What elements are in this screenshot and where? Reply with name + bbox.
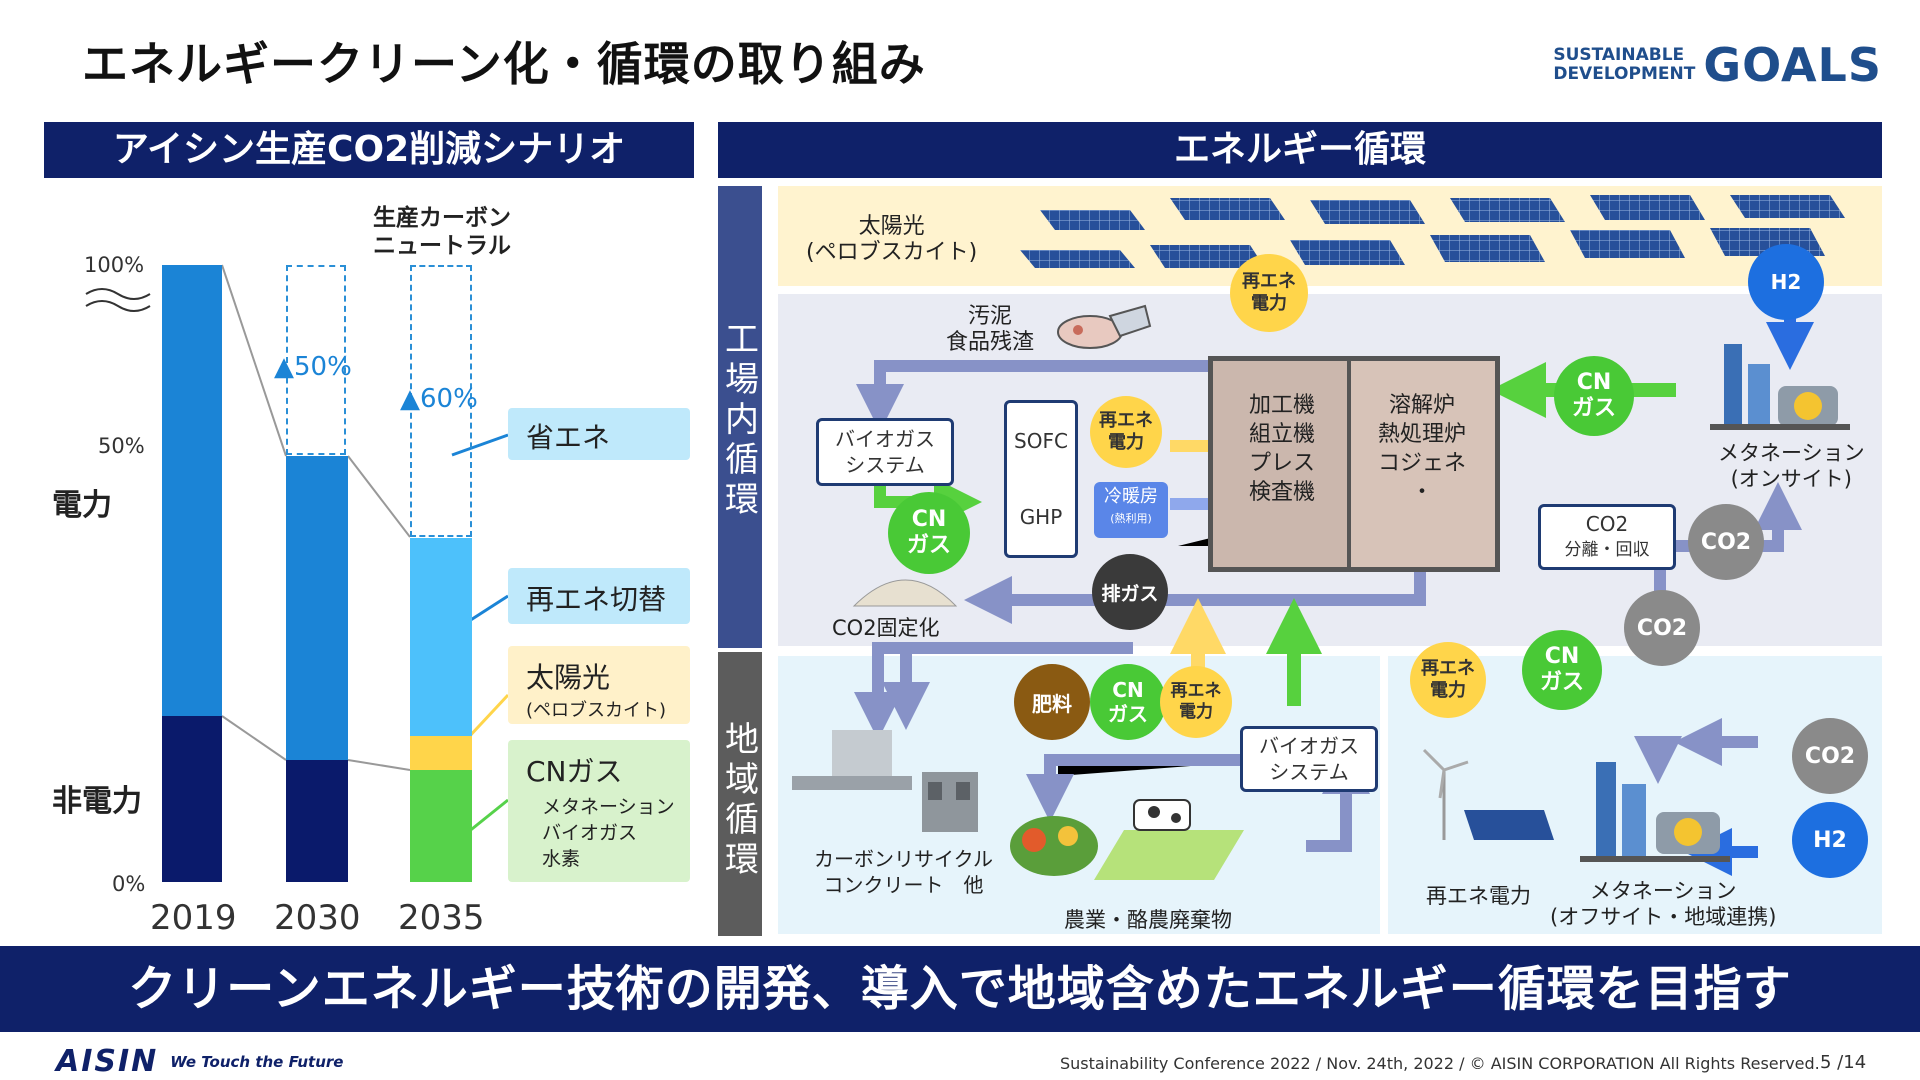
legend-cn-gas: CNガス メタネーション バイオガス 水素 xyxy=(508,740,690,882)
bar-2019-nonpower xyxy=(162,716,222,882)
reduction-2030: ▲50% xyxy=(274,352,352,382)
year-2019: 2019 xyxy=(150,898,237,938)
bottom-banner: クリーンエネルギー技術の開発、導入で地域含めたエネルギー循環を目指す xyxy=(0,946,1920,1032)
methanation-plant-icon-offsite xyxy=(1580,762,1730,862)
y-tick-0: 0% xyxy=(112,872,146,896)
page-number: 5 /14 xyxy=(1820,1052,1867,1073)
biogas-system-box-region: バイオガス システム xyxy=(1240,726,1378,792)
cn-gas-circle-region-right: CN ガス xyxy=(1522,630,1602,710)
renewable-power-label: 再エネ電力 xyxy=(1426,884,1531,908)
label-region-cycle: 地域循環 xyxy=(725,720,759,880)
fertilizer-circle: 肥料 xyxy=(1014,664,1090,740)
farm-icon xyxy=(1010,799,1244,880)
renewable-power-circle-sofc: 再エネ 電力 xyxy=(1090,396,1162,468)
vertical-band-region xyxy=(718,652,762,936)
legend-save-energy: 省エネ xyxy=(508,408,690,460)
right-panel-header: エネルギー循環 xyxy=(718,122,1882,178)
bar-2030-nonpower xyxy=(286,760,348,882)
vertical-band-factory xyxy=(718,186,762,648)
aisin-logo: AISIN xyxy=(56,1044,159,1079)
co2-separation-box: CO2 分離・回収 xyxy=(1538,504,1676,570)
concrete-icon xyxy=(792,730,978,832)
co2-circle-1: CO2 xyxy=(1688,504,1764,580)
cn-gas-circle-region: CN ガス xyxy=(1090,664,1166,740)
co2-fixation-pile-icon xyxy=(852,579,958,607)
bar-2019-power xyxy=(162,265,222,716)
exhaust-circle: 排ガス xyxy=(1092,554,1168,630)
page-title: エネルギークリーン化・循環の取り組み xyxy=(82,37,926,91)
y-tick-100: 100% xyxy=(84,253,145,277)
sdg-goals-text: GOALS xyxy=(1703,38,1882,92)
methanation-offsite-label: メタネーション (オフサイト・地域連携) xyxy=(1550,879,1777,929)
bar-2035-cngas xyxy=(410,770,472,882)
carbon-neutral-note: 生産カーボン ニュートラル xyxy=(373,205,511,259)
co2-circle-2: CO2 xyxy=(1624,590,1700,666)
bar-2035-renewable xyxy=(410,538,472,736)
sofc-ghp-box: SOFC GHP xyxy=(1004,400,1078,558)
sludge-label: 汚泥 食品残渣 xyxy=(946,304,1035,355)
solar-label: 太陽光 (ペロブスカイト) xyxy=(806,214,978,265)
carbon-recycle-label: カーボンリサイクル コンクリート 他 xyxy=(814,847,993,897)
year-2030: 2030 xyxy=(274,898,361,938)
label-factory-cycle: 工場内循環 xyxy=(725,320,759,520)
label-nonpower: 非電力 xyxy=(52,784,142,819)
wind-solar-icon xyxy=(1422,748,1554,840)
methanation-onsite-label: メタネーション (オンサイト) xyxy=(1718,441,1865,491)
cn-gas-circle-right: CN ガス xyxy=(1554,356,1634,436)
cn-gas-circle-left: CN ガス xyxy=(888,492,970,574)
food-waste-icon xyxy=(1057,304,1152,349)
bar-2030-power xyxy=(286,456,348,760)
bar-2035-solar xyxy=(410,736,472,770)
footer-logo: AISIN We Touch the Future xyxy=(56,1044,343,1079)
sdg-logo: SUSTAINABLE DEVELOPMENT GOALS xyxy=(1553,38,1882,92)
legend-solar: 太陽光 (ペロブスカイト) xyxy=(508,646,690,724)
cooling-heating-box: 冷暖房 (熱利用) xyxy=(1094,482,1168,538)
tagline: We Touch the Future xyxy=(170,1052,344,1071)
bar-2030-reduced xyxy=(286,265,346,455)
axis-break-icon xyxy=(85,288,151,312)
reduction-2035: ▲60% xyxy=(400,384,478,414)
h2-circle-region: H2 xyxy=(1792,802,1868,878)
factory-image: 加工機 組立機 プレス 検査機 溶解炉 熱処理炉 コジェネ ・ xyxy=(1208,356,1500,572)
renewable-power-circle-region: 再エネ 電力 xyxy=(1160,666,1232,738)
renewable-power-circle-region-right: 再エネ 電力 xyxy=(1410,642,1486,718)
footer-copyright: Sustainability Conference 2022 / Nov. 24… xyxy=(1060,1054,1820,1073)
factory-machines-label: 加工機 組立機 プレス 検査機 xyxy=(1248,393,1315,505)
left-panel-header: アイシン生産CO2削減シナリオ xyxy=(44,122,694,178)
factory-furnace-label: 溶解炉 熱処理炉 コジェネ ・ xyxy=(1377,393,1466,505)
co2-fixation-label: CO2固定化 xyxy=(832,616,940,640)
year-2035: 2035 xyxy=(398,898,485,938)
legend-renewable-switch: 再エネ切替 xyxy=(508,568,690,624)
h2-circle-top: H2 xyxy=(1748,244,1824,320)
co2-circle-region: CO2 xyxy=(1792,718,1868,794)
y-tick-50: 50% xyxy=(98,434,145,458)
methanation-plant-icon-onsite xyxy=(1710,344,1850,430)
sdg-small-text: SUSTAINABLE DEVELOPMENT xyxy=(1553,45,1696,84)
label-power: 電力 xyxy=(52,488,112,523)
agri-waste-label: 農業・酪農廃棄物 xyxy=(1064,908,1232,932)
bar-2035-reduced xyxy=(410,265,472,537)
renewable-power-circle-top: 再エネ 電力 xyxy=(1230,254,1308,332)
biogas-system-box: バイオガス システム xyxy=(816,418,954,486)
